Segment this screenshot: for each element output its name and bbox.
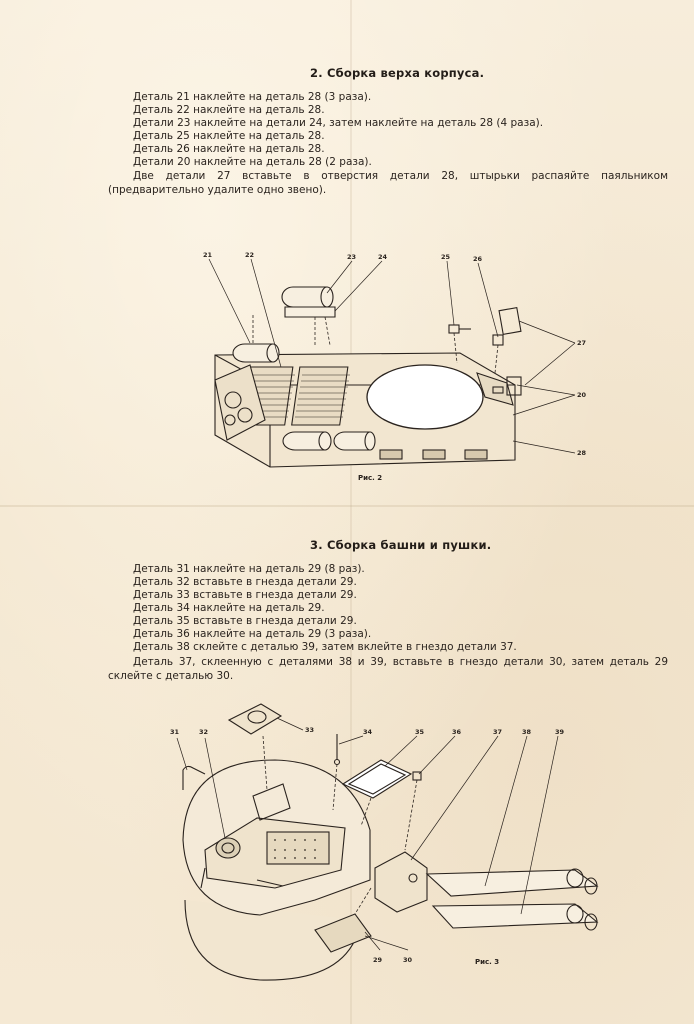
label-30: 30 xyxy=(403,956,413,964)
label-32: 32 xyxy=(199,728,208,736)
instruction-line: Детали 23 наклейте на детали 24, затем н… xyxy=(133,117,544,129)
label-21: 21 xyxy=(203,251,213,259)
label-38: 38 xyxy=(522,728,532,736)
label-33: 33 xyxy=(305,726,314,734)
instruction-line: Деталь 33 вставьте в гнезда детали 29. xyxy=(133,589,357,601)
label-22: 22 xyxy=(245,251,254,259)
label-23: 23 xyxy=(347,253,356,261)
figure-2-caption: Рис. 2 xyxy=(358,474,383,482)
figure-2-hull-diagram: 21 22 23 24 25 26 27 20 28 xyxy=(203,251,587,468)
paper-fold-line xyxy=(0,505,694,507)
instruction-line: Деталь 38 склейте с деталью 39, затем вк… xyxy=(133,641,517,653)
instruction-line: Деталь 35 вставьте в гнезда детали 29. xyxy=(133,615,357,627)
label-39: 39 xyxy=(555,728,565,736)
label-24: 24 xyxy=(378,253,388,261)
instruction-line: Деталь 32 вставьте в гнезда детали 29. xyxy=(133,576,357,588)
instruction-line: Деталь 26 наклейте на деталь 28. xyxy=(133,143,325,155)
label-28: 28 xyxy=(577,449,587,457)
instruction-line: Деталь 36 наклейте на деталь 29 (3 раза)… xyxy=(133,628,372,640)
instruction-line: Деталь 21 наклейте на деталь 28 (3 раза)… xyxy=(133,91,372,103)
label-35: 35 xyxy=(415,728,425,736)
label-36: 36 xyxy=(452,728,462,736)
label-27: 27 xyxy=(577,339,586,347)
label-26: 26 xyxy=(473,255,483,263)
section-2-heading: 2. Сборка верха корпуса. xyxy=(310,66,485,80)
label-31: 31 xyxy=(170,728,180,736)
section-3-heading: 3. Сборка башни и пушки. xyxy=(310,538,492,552)
instruction-line: Детали 20 наклейте на деталь 28 (2 раза)… xyxy=(133,156,372,168)
label-37: 37 xyxy=(493,728,502,736)
instruction-line: Деталь 31 наклейте на деталь 29 (8 раз). xyxy=(133,563,365,575)
figure-3-caption: Рис. 3 xyxy=(475,958,500,966)
label-34: 34 xyxy=(363,728,373,736)
label-20: 20 xyxy=(577,391,587,399)
instruction-line: Деталь 34 наклейте на деталь 29. xyxy=(133,602,325,614)
instruction-paragraph: Две детали 27 вставьте в отверстия детал… xyxy=(108,170,668,196)
label-29: 29 xyxy=(373,956,383,964)
figure-3-turret-diagram: 31 32 33 34 35 36 37 38 39 29 30 xyxy=(170,703,599,981)
instruction-line: Деталь 25 наклейте на деталь 28. xyxy=(133,130,325,142)
label-25: 25 xyxy=(441,253,451,261)
instruction-line: Деталь 22 наклейте на деталь 28. xyxy=(133,104,325,116)
paper-fold-line-vertical xyxy=(350,0,352,1024)
instruction-paragraph: Деталь 37, склеенную с деталями 38 и 39,… xyxy=(108,656,668,682)
